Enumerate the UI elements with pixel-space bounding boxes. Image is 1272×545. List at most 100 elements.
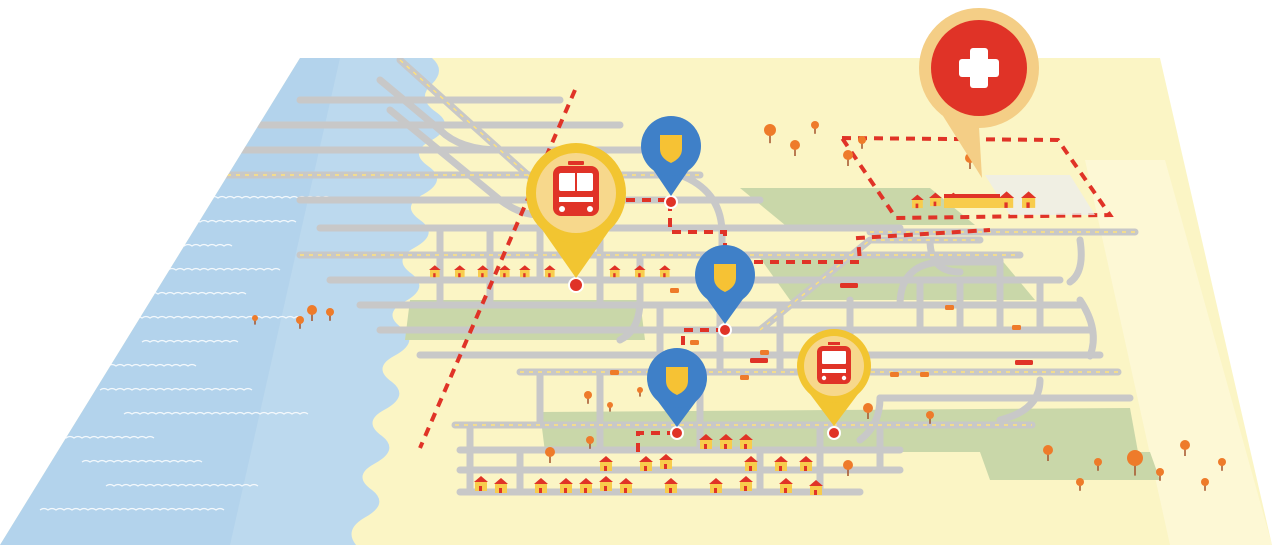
tree-icon: [1127, 450, 1143, 476]
house-icon: [499, 265, 511, 278]
tree-icon: [545, 447, 555, 463]
house-icon: [719, 434, 733, 449]
location-dot-icon[interactable]: [568, 277, 584, 293]
land-light-strip: [1085, 160, 1272, 545]
tree-icon: [252, 315, 258, 325]
tree-icon: [1201, 478, 1209, 491]
bus-icon: [840, 283, 858, 288]
house-icon: [477, 265, 489, 278]
house-icon: [699, 434, 713, 449]
tree-icon: [1076, 478, 1084, 491]
house-icon: [929, 192, 942, 207]
tree-icon: [1043, 445, 1053, 461]
house-icon: [619, 478, 633, 493]
police-shield-icon: [666, 367, 688, 395]
house-icon: [454, 265, 466, 278]
car-icon: [945, 305, 954, 310]
house-icon: [739, 476, 753, 491]
house-icon: [494, 478, 508, 493]
tree-icon: [586, 436, 594, 449]
water-deep-band: [0, 58, 340, 545]
house-icon: [709, 478, 723, 493]
house-icon: [559, 478, 573, 493]
fire-station-pin[interactable]: [797, 329, 871, 426]
district-boundary-line: [418, 89, 577, 449]
tree-icon: [858, 136, 866, 149]
house-icon: [1021, 191, 1037, 208]
car-icon: [760, 350, 769, 355]
fire-truck-icon: [553, 161, 599, 216]
tree-icon: [764, 124, 776, 144]
hospital-district-boundary: [838, 135, 1114, 221]
medical-cross-icon: [959, 48, 999, 88]
tree-icon: [607, 402, 613, 412]
vehicles: [610, 283, 1033, 380]
house-icon: [911, 194, 924, 209]
tree-icon: [843, 150, 853, 166]
car-icon: [690, 340, 699, 345]
car-icon: [610, 370, 619, 375]
house-icon: [659, 265, 671, 278]
house-icon: [544, 265, 556, 278]
tree-icon: [1218, 458, 1226, 471]
house-icon: [774, 456, 788, 471]
house-icon: [474, 476, 488, 491]
house-icon: [659, 454, 673, 469]
car-icon: [670, 288, 679, 293]
house-icon: [639, 456, 653, 471]
police-pin[interactable]: [695, 245, 755, 324]
police-shield-icon: [660, 135, 682, 163]
car-icon: [740, 375, 749, 380]
tree-icon: [843, 460, 853, 476]
house-icon: [809, 480, 823, 495]
tree-icon: [926, 411, 934, 424]
water-area: [0, 58, 446, 545]
tree-icon: [863, 403, 873, 419]
tree-icon: [1094, 458, 1102, 471]
route-police-south: [636, 431, 676, 458]
fire-truck-icon: [817, 342, 851, 384]
car-icon: [1012, 325, 1021, 330]
police-pin[interactable]: [641, 116, 701, 196]
hospital-pin[interactable]: [919, 8, 1039, 178]
tree-icon: [326, 308, 334, 321]
tree-icon: [637, 387, 643, 397]
bus-icon: [1015, 360, 1033, 365]
house-icon: [599, 476, 613, 491]
tree-icon: [296, 316, 304, 329]
houses: [429, 191, 1037, 495]
water-waves: [39, 147, 331, 511]
house-icon: [744, 456, 758, 471]
house-icon: [609, 265, 621, 278]
tree-icon: [1156, 468, 1164, 481]
fire-station-pin[interactable]: [526, 143, 626, 278]
tree-icon: [584, 391, 592, 404]
bus-icon: [750, 358, 768, 363]
house-icon: [634, 265, 646, 278]
house-icon: [664, 478, 678, 493]
car-icon: [920, 372, 929, 377]
house-icon: [999, 191, 1015, 208]
house-icon: [799, 456, 813, 471]
location-dot-icon[interactable]: [670, 426, 684, 440]
house-icon: [779, 478, 793, 493]
house-icon: [519, 265, 531, 278]
police-pin[interactable]: [647, 348, 707, 427]
tree-icon: [790, 140, 800, 156]
location-dot-icon[interactable]: [664, 195, 678, 209]
house-icon: [534, 478, 548, 493]
trees: [252, 121, 1226, 491]
park-southeast: [980, 452, 1160, 480]
location-dot-icon[interactable]: [827, 426, 841, 440]
house-icon: [739, 434, 753, 449]
tree-icon: [1180, 440, 1190, 456]
house-icon: [429, 265, 441, 278]
tree-icon: [811, 121, 819, 134]
tree-icon: [307, 305, 317, 321]
house-icon: [579, 478, 593, 493]
location-dot-icon[interactable]: [718, 323, 732, 337]
car-icon: [890, 372, 899, 377]
house-icon: [599, 456, 613, 471]
police-shield-icon: [714, 264, 736, 292]
